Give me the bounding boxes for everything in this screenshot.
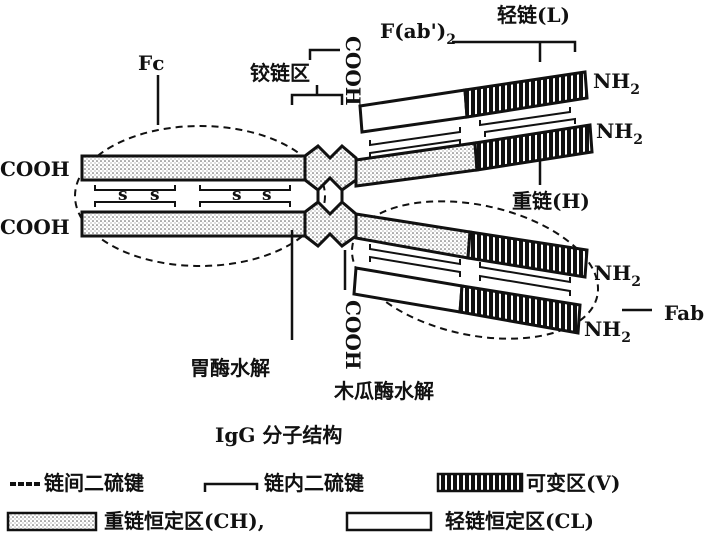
ss-label: s <box>150 185 160 205</box>
fc-heavy-chain-lower <box>80 210 309 238</box>
legend-light-constant-icon <box>345 511 433 532</box>
fc-heavy-chain-upper <box>80 154 309 182</box>
nh2-label: NH2 <box>593 69 640 98</box>
lower-light-chain-variable <box>458 284 582 335</box>
hinge-region <box>303 143 358 248</box>
legend: 链间二硫键 链内二硫键 可变区(V) 重链恒定区(CH), 轻链恒定区(CL) <box>6 471 620 533</box>
nh2-text: NH <box>584 317 621 341</box>
fc-region-outline <box>74 125 326 267</box>
legend-variable-label: 可变区(V) <box>526 471 620 495</box>
pepsin-label: 胃酶水解 <box>190 356 270 380</box>
nh2-subscript: 2 <box>631 274 641 290</box>
nh2-subscript: 2 <box>633 132 643 148</box>
light-chain-label: 轻链(L) <box>497 3 570 27</box>
upper-light-chain-constant <box>358 88 469 134</box>
cooh-label-fc-upper: COOH <box>0 157 70 181</box>
annotation-lines <box>156 40 652 340</box>
ss-label: s <box>118 185 128 205</box>
fab-label: Fab <box>664 301 704 325</box>
fab2-text: F(ab') <box>380 19 446 43</box>
upper-heavy-chain-constant <box>354 141 479 188</box>
diagram-title: IgG 分子结构 <box>215 423 342 447</box>
legend-heavy-constant-icon <box>6 511 98 532</box>
fab2-subscript: 2 <box>446 32 456 48</box>
legend-light-constant-label: 轻链恒定区(CL) <box>445 509 594 533</box>
fab2-label: F(ab')2 <box>380 19 456 48</box>
fab-region-outline <box>350 200 600 340</box>
fc-label: Fc <box>138 51 164 75</box>
hinge-label: 铰链区 <box>250 61 310 85</box>
legend-intrachain-label: 链内二硫键 <box>264 471 364 495</box>
nh2-label: NH2 <box>594 261 641 290</box>
nh2-label: NH2 <box>584 317 631 346</box>
nh2-label: NH2 <box>596 119 643 148</box>
legend-intrachain-icon <box>203 482 259 492</box>
legend-variable-icon <box>436 472 524 493</box>
upper-fab-disulfide-bonds <box>369 107 576 158</box>
cooh-label-upper-light: COOH <box>341 36 365 106</box>
legend-heavy-constant-label: 重链恒定区(CH), <box>104 509 265 533</box>
nh2-text: NH <box>593 69 630 93</box>
cooh-label-fc-lower: COOH <box>0 215 70 239</box>
upper-light-chain-variable <box>463 70 589 119</box>
nh2-subscript: 2 <box>630 82 640 98</box>
ss-label: s <box>232 185 242 205</box>
fc-disulfide-bonds <box>94 185 291 207</box>
nh2-text: NH <box>596 119 633 143</box>
legend-interchain-label: 链间二硫键 <box>44 471 144 495</box>
upper-heavy-chain-variable <box>473 123 594 172</box>
lower-light-chain-constant <box>352 266 464 314</box>
ss-label: s <box>262 185 272 205</box>
papain-label: 木瓜酶水解 <box>333 379 434 403</box>
lower-heavy-chain-variable <box>466 230 589 279</box>
heavy-chain-label: 重链(H) <box>512 189 590 213</box>
lower-heavy-chain-constant <box>354 212 472 260</box>
lower-fab-disulfide-bonds <box>369 244 571 296</box>
nh2-text: NH <box>594 261 631 285</box>
cooh-label-lower-light: COOH <box>341 300 365 370</box>
nh2-subscript: 2 <box>621 330 631 346</box>
